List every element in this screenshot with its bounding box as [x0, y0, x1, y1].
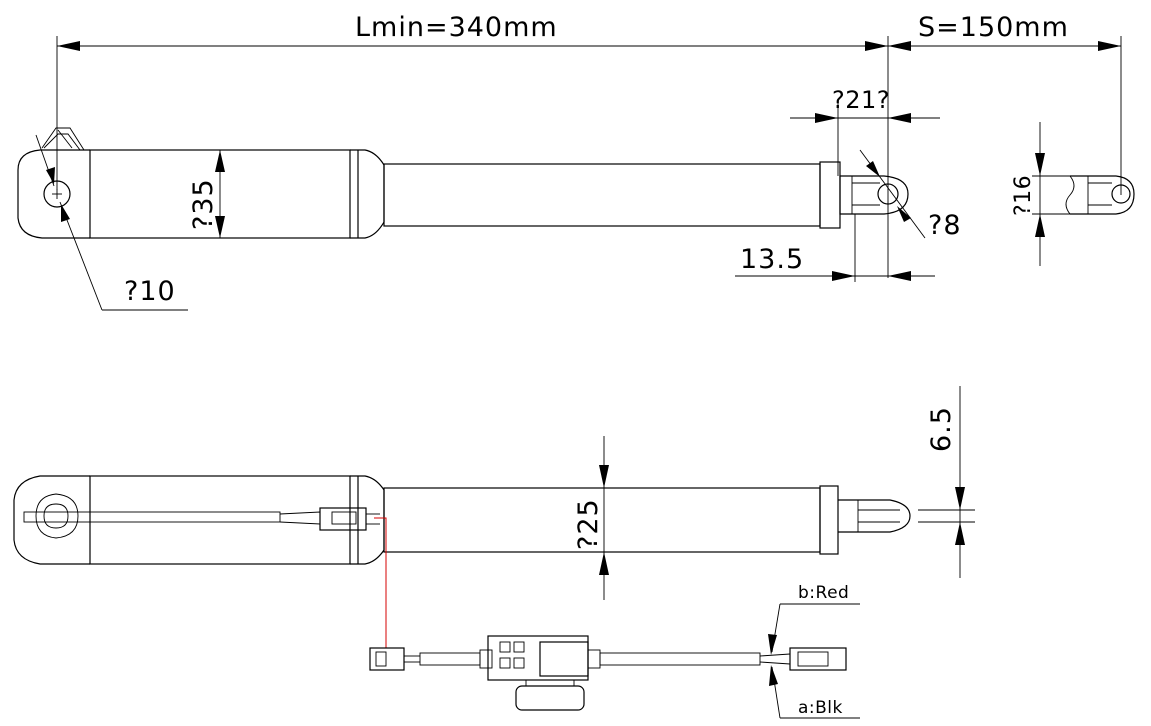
cable-clamp [479, 649, 493, 669]
rear-tab [41, 127, 85, 151]
arrow-icon [955, 522, 965, 545]
plug-pin [375, 651, 387, 667]
arrow-icon [815, 113, 838, 123]
side-front-cap [350, 475, 385, 565]
wire-a-label: a:Blk [798, 698, 843, 718]
side-view: ?25 6.5 [13, 386, 975, 600]
rear-hole-circle [43, 180, 71, 208]
switch-component [513, 657, 525, 669]
leader-line [859, 149, 926, 239]
switch-housing [539, 641, 589, 677]
body-diameter-label: ?35 [188, 178, 219, 230]
clevis-width-label: ?21? [832, 86, 890, 114]
capacitor [515, 685, 585, 711]
switch-component [499, 641, 511, 653]
front-hole-circle [877, 183, 899, 205]
wire-a [759, 661, 791, 665]
arrow-icon [955, 487, 965, 510]
wire-b-label: b:Red [798, 583, 849, 603]
connector-inner [331, 511, 357, 525]
red-wire [374, 517, 387, 648]
arrow-icon [599, 465, 609, 488]
arrow-icon [46, 167, 55, 184]
switch-component [513, 641, 525, 653]
arrow-icon [897, 206, 911, 222]
rod-diameter-label: ?25 [573, 498, 604, 550]
output-connector [789, 647, 847, 671]
internal-rod-taper [279, 511, 321, 525]
arrow-icon [1098, 41, 1121, 51]
front-clevis [839, 175, 909, 215]
arrow-icon [57, 41, 80, 51]
cable-sheath [419, 652, 481, 666]
break-line [1065, 175, 1075, 215]
arrow-icon [865, 41, 888, 51]
side-body-tube [89, 475, 351, 565]
arrow-icon [215, 150, 225, 172]
rear-nut [35, 493, 79, 539]
arrow-icon [1035, 153, 1045, 176]
arrow-icon [1035, 214, 1045, 237]
side-rod-collar [819, 485, 839, 555]
arrow-icon [832, 271, 855, 281]
arrow-icon [888, 271, 911, 281]
extended-hole-circle [1111, 184, 1131, 204]
cable-sheath [599, 652, 761, 666]
rear-hole-label: ?10 [124, 276, 176, 307]
rod-tube [383, 163, 821, 227]
output-connector-inner [797, 651, 829, 667]
plug-connector [369, 647, 405, 671]
arrow-icon [61, 204, 70, 222]
arrow-icon [888, 41, 911, 51]
switch-component [499, 657, 511, 669]
side-clevis [838, 499, 911, 533]
arrow-icon [768, 634, 777, 655]
rod-end-label: ?16 [1011, 175, 1036, 216]
rear-nut-inner [43, 503, 69, 529]
lmin-label: Lmin=340mm [355, 12, 558, 43]
rod-collar [819, 161, 841, 229]
cable-clamp [587, 649, 601, 669]
side-rear-cap [13, 475, 90, 565]
front-hole-label: ?8 [928, 210, 962, 241]
rod-offset-label: 13.5 [740, 244, 804, 275]
arrow-icon [215, 216, 225, 238]
extended-rod-end [1070, 175, 1135, 215]
wiring-harness: b:Red a:Blk [369, 517, 860, 719]
top-view: Lmin=340mm S=150mm ?10 ?35 [17, 12, 1135, 311]
connector-block [319, 507, 367, 531]
slot-width-label: 6.5 [926, 406, 957, 452]
wire-b [759, 653, 791, 657]
body-front-cap [350, 149, 385, 239]
arrow-icon [866, 161, 880, 177]
arrow-icon [599, 552, 609, 575]
arrow-icon [888, 113, 911, 123]
rear-end-cap [17, 149, 90, 239]
stroke-label: S=150mm [918, 12, 1069, 43]
internal-rod [23, 511, 281, 523]
arrow-icon [769, 665, 778, 686]
